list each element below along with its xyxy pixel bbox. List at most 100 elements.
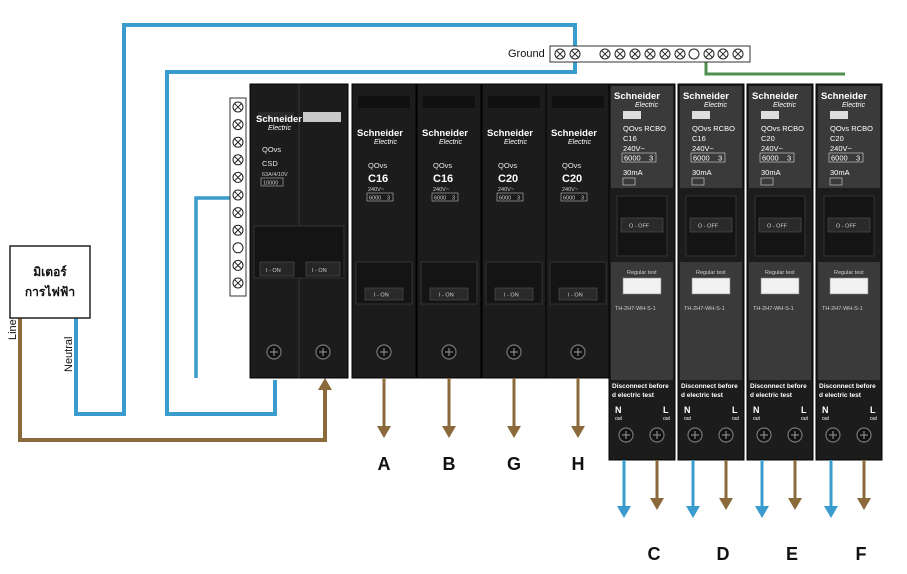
rcbo-capacity: 6000 <box>693 154 710 163</box>
rcbo-l-label: L <box>801 405 807 415</box>
ground-wire <box>704 62 845 76</box>
breaker-capacity: 6000 <box>434 196 446 202</box>
rcbo-l-terminal-screw <box>649 427 665 443</box>
rcbo-neutral-arrowhead <box>824 506 838 518</box>
breaker-brand-sub: Electric <box>439 139 462 146</box>
ground-bar-screw <box>599 48 611 60</box>
output-label-d: D <box>717 544 730 564</box>
breaker-rating: C20 <box>562 173 582 185</box>
rcbo-test-button[interactable] <box>829 277 869 295</box>
neutral-bar-screw <box>232 154 244 166</box>
ground-bar-open-terminal <box>688 48 700 60</box>
rcbo-rating: C16 <box>692 134 706 143</box>
ground-bar-screw <box>717 48 729 60</box>
breaker-brand-sub: Electric <box>568 139 591 146</box>
output-label-h: H <box>572 454 585 474</box>
main-breaker-model: QOᴠs <box>262 145 281 154</box>
meter-label-line2: การไฟฟ้า <box>25 284 75 299</box>
main-breaker-toggle-1[interactable] <box>259 261 295 277</box>
breaker-toggle-label: I - ON <box>504 293 519 299</box>
rcbo-neutral-arrowhead <box>686 506 700 518</box>
rcbo-toggle[interactable] <box>758 217 802 233</box>
breaker-class: 3 <box>581 196 584 202</box>
output-arrowhead <box>377 426 391 438</box>
main-breaker-brand: Schneider <box>256 114 302 125</box>
output-label-b: B <box>443 454 456 474</box>
rcbo-code: TH-2H7-WH-S-1 <box>615 306 656 312</box>
rcbo-n-sub: out <box>684 416 692 422</box>
breaker-class: 3 <box>387 196 390 202</box>
rcbo-warning-line1: Disconnect before <box>612 383 669 390</box>
breaker-capacity: 6000 <box>369 196 381 202</box>
ground-bar-screw <box>732 48 744 60</box>
breaker-toggle[interactable] <box>429 287 469 301</box>
breaker-toggle-label: I - ON <box>439 293 454 299</box>
breaker-model: QOvs <box>368 161 387 170</box>
rcbo-n-sub: out <box>615 416 623 422</box>
breaker-toggle[interactable] <box>494 287 534 301</box>
breaker-class: 3 <box>517 196 520 202</box>
rcbo-test-button[interactable] <box>760 277 800 295</box>
main-breaker-code: 10000 <box>263 181 278 187</box>
rcbo-class: 3 <box>787 154 791 163</box>
ground-bar-label: Ground <box>508 48 545 60</box>
neutral-bar-screw <box>232 101 244 113</box>
rcbo-test-button[interactable] <box>622 277 662 295</box>
rcbo-n-sub: out <box>822 416 830 422</box>
rcbo-toggle-label: O - OFF <box>767 224 788 230</box>
output-label-g: G <box>507 454 521 474</box>
rcbo-l-sub: out <box>732 416 740 422</box>
line-wire-label: Line <box>7 319 19 340</box>
main-breaker[interactable]: Schneider Electric QOᴠs CSD 63A/4/10V 10… <box>249 83 349 379</box>
breaker-class: 3 <box>452 196 455 202</box>
rcbo-n-label: N <box>615 405 622 415</box>
rcbo-toggle-label: O - OFF <box>698 224 719 230</box>
neutral-bar-screw <box>232 189 244 201</box>
breaker-toggle[interactable] <box>558 287 598 301</box>
rcbo-toggle[interactable] <box>620 217 664 233</box>
rcbo-line-arrowhead <box>719 498 733 510</box>
main-breaker-spec: 63A/4/10V <box>262 172 288 178</box>
rcbo-l-label: L <box>870 405 876 415</box>
neutral-wire <box>74 23 577 416</box>
rcbo-toggle[interactable] <box>827 217 871 233</box>
rcbo-n-sub: out <box>753 416 761 422</box>
rcbo-n-label: N <box>822 405 829 415</box>
breaker-model: QOvs <box>433 161 452 170</box>
ground-bar-screw <box>614 48 626 60</box>
rcbo-warning-line2: d electric test <box>750 392 793 399</box>
rcbo-toggle[interactable] <box>689 217 733 233</box>
breaker-terminal-screw <box>376 344 392 360</box>
breaker-terminal-screw <box>570 344 586 360</box>
breaker-voltage: 240V~ <box>562 187 578 193</box>
neutral-wire-link <box>165 58 577 416</box>
rcbo-n-terminal-screw <box>618 427 634 443</box>
rcbo-test-label: Regular test <box>765 270 795 276</box>
ground-bar-screw <box>703 48 715 60</box>
main-breaker-type: CSD <box>262 159 278 168</box>
rcbo-n-terminal-screw <box>825 427 841 443</box>
breaker-toggle-label: I - ON <box>568 293 583 299</box>
rcbo-l-terminal-screw <box>787 427 803 443</box>
rcbo-brand: Schneider <box>752 91 798 102</box>
rcbo-l-sub: out <box>663 416 671 422</box>
neutral-bar-open-terminal <box>232 242 244 254</box>
rcbo-brand: Schneider <box>683 91 729 102</box>
rcbo-test-button[interactable] <box>691 277 731 295</box>
breaker-brand: Schneider <box>357 128 403 139</box>
main-breaker-toggle-2[interactable] <box>305 261 341 277</box>
main-breaker-brand-sub: Electric <box>268 125 291 132</box>
breaker-brand-sub: Electric <box>374 139 397 146</box>
rcbo-brand-sub: Electric <box>842 102 865 109</box>
breaker-model: QOvs <box>562 161 581 170</box>
breaker-toggle[interactable] <box>364 287 404 301</box>
